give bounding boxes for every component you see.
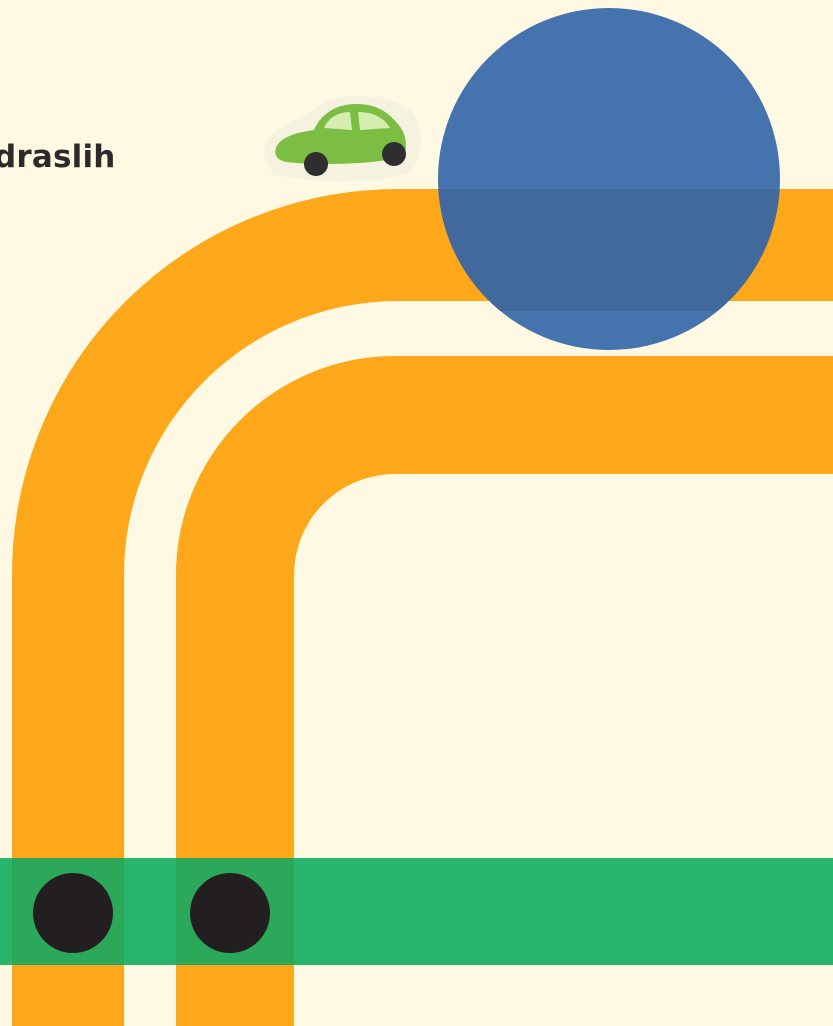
car-icon [262, 92, 424, 184]
station-dot-right [190, 873, 270, 953]
partial-label: draslih [0, 139, 116, 175]
disc-road-overlap [430, 189, 790, 311]
station-dot-left [33, 873, 113, 953]
green-transit-line [0, 858, 833, 965]
